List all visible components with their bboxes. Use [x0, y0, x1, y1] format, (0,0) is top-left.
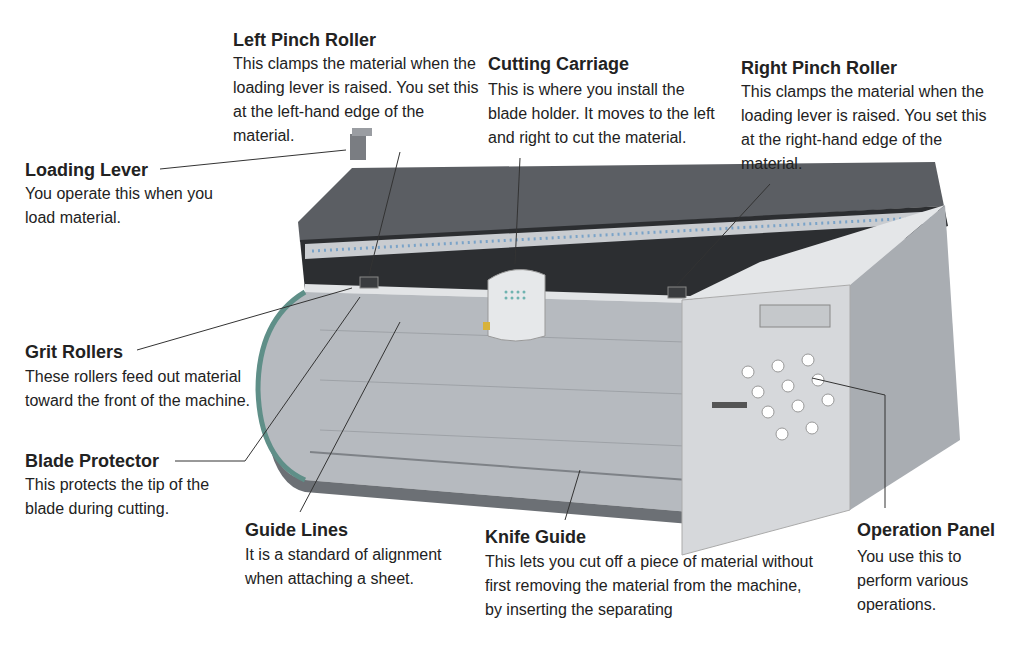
carriage-dots — [505, 291, 526, 300]
guide-line — [320, 430, 685, 446]
panel-buttons — [742, 354, 834, 440]
part-name: Blade Protector — [25, 449, 159, 473]
part-name: Right Pinch Roller — [741, 56, 897, 80]
part-name: Guide Lines — [245, 518, 348, 542]
part-name: Operation Panel — [857, 518, 995, 542]
loading-lever — [352, 128, 372, 136]
knife-guide-groove — [310, 452, 688, 480]
panel-face — [682, 285, 850, 555]
cutting-carriage — [488, 270, 545, 341]
part-description: You use this to perform various operatio… — [857, 545, 1007, 617]
leader-lines — [137, 150, 885, 520]
part-description: This clamps the material when the loadin… — [741, 80, 996, 176]
part-name: Grit Rollers — [25, 340, 123, 364]
panel-side — [850, 205, 960, 510]
loading-lever — [350, 134, 366, 160]
part-description: It is a standard of alignment when attac… — [245, 543, 480, 591]
guide-line — [320, 380, 685, 394]
part-description: This clamps the material when the loadin… — [233, 52, 488, 148]
part-description: This lets you cut off a piece of materia… — [485, 550, 815, 622]
front-apron — [258, 292, 690, 512]
part-name: Loading Lever — [25, 158, 148, 182]
part-description: You operate this when you load material. — [25, 182, 215, 230]
pinch-roller — [360, 277, 378, 288]
pinch-roller — [668, 287, 686, 298]
part-name: Knife Guide — [485, 525, 586, 549]
panel-display — [760, 305, 830, 327]
panel-slot — [712, 402, 747, 408]
part-description: These rollers feed out material toward t… — [25, 365, 255, 413]
part-name: Left Pinch Roller — [233, 28, 376, 52]
part-description: This protects the tip of the blade durin… — [25, 473, 240, 521]
part-name: Cutting Carriage — [488, 52, 629, 76]
part-description: This is where you install the blade hold… — [488, 78, 723, 150]
blade-holder — [483, 322, 490, 330]
